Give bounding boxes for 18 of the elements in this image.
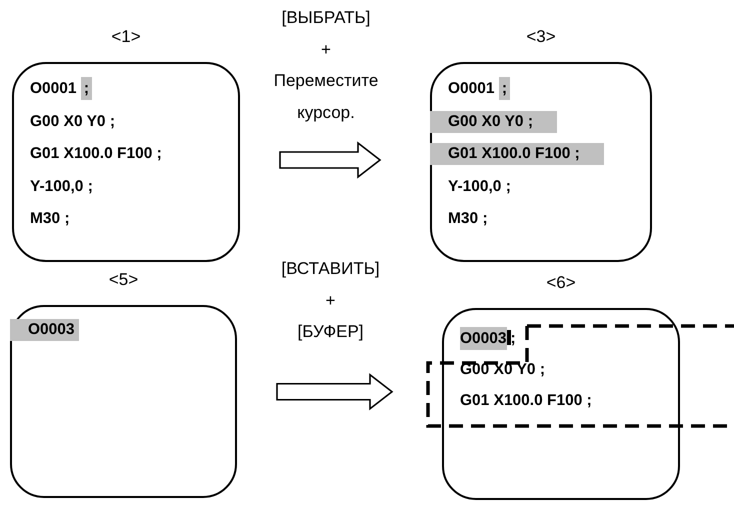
panel-number: <1>: [110, 27, 142, 47]
edge-label: [ВЫБРАТЬ] + Переместите курсор.: [272, 7, 380, 124]
edge-label: [ВСТАВИТЬ] + [БУФЕР]: [280, 258, 381, 343]
program-line: M30 ;: [30, 209, 70, 229]
program-line: G00 X0 Y0 ;: [30, 112, 116, 132]
program-line: G01 X100.0 F100 ;: [460, 391, 592, 411]
program-line: G01 X100.0 F100 ;: [30, 144, 162, 164]
program-line: Y-100,0 ;: [30, 176, 93, 196]
program-line: O0003;: [460, 328, 516, 350]
program-line: M30 ;: [448, 209, 488, 229]
program-line: O0001 ;: [448, 78, 510, 100]
panel-number: <6>: [545, 273, 577, 293]
block-arrow: [279, 141, 382, 179]
block-arrow: [276, 373, 394, 410]
program-line: O0001 ;: [30, 78, 92, 100]
panel-number: <5>: [108, 270, 140, 290]
program-line: Y-100,0 ;: [448, 176, 511, 196]
panel-number: <3>: [525, 27, 557, 47]
